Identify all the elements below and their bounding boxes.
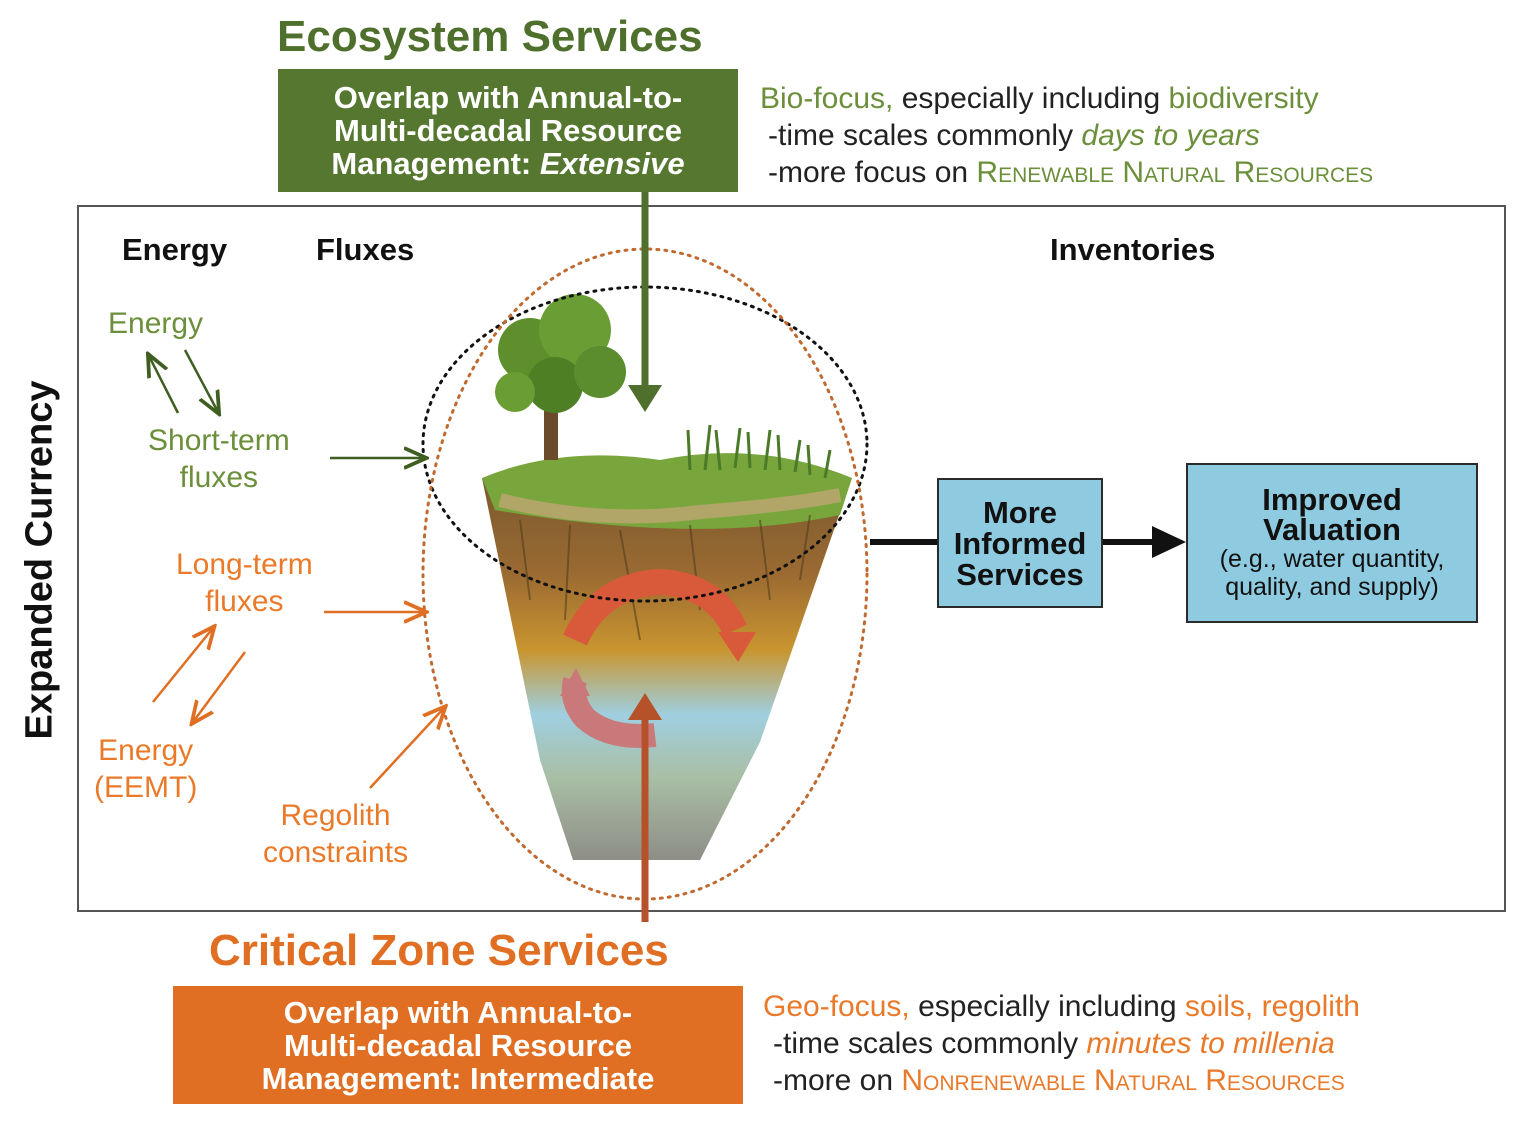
energy-eemt-label: Energy (EEMT) bbox=[94, 732, 197, 806]
geo-more-prefix: -more on bbox=[773, 1064, 902, 1097]
eemt-line-1: Energy bbox=[98, 734, 194, 767]
bio-focus-highlight: biodiversity bbox=[1168, 82, 1319, 115]
geo-time-prefix: -time scales commonly bbox=[773, 1027, 1087, 1060]
valuation-detail-line-1: (e.g., water quantity, bbox=[1219, 545, 1445, 573]
ecosystem-overlap-box: Overlap with Annual-to- Multi-decadal Re… bbox=[278, 69, 738, 192]
energy-top-label: Energy bbox=[108, 307, 204, 340]
more-informed-line-2: Informed bbox=[953, 525, 1087, 561]
cz-box-line-3: Management: Intermediate bbox=[261, 1060, 655, 1096]
improved-valuation-box: Improved Valuation (e.g., water quantity… bbox=[1186, 463, 1478, 623]
eco-box-line-1: Overlap with Annual-to- bbox=[333, 80, 683, 115]
geo-time-highlight: minutes to millenia bbox=[1086, 1027, 1335, 1060]
bio-more-highlight: Renewable Natural Resources bbox=[976, 156, 1374, 189]
bio-more-line: -more focus on Renewable Natural Resourc… bbox=[760, 154, 1373, 191]
eco-box-line-3-prefix: Management: bbox=[331, 146, 540, 181]
cz-box-line-2: Multi-decadal Resource bbox=[284, 1027, 632, 1063]
short-term-line-1: Short-term bbox=[148, 424, 290, 457]
bio-focus-label: Bio-focus, bbox=[760, 82, 894, 115]
geo-more-highlight: Nonrenewable Natural Resources bbox=[901, 1064, 1345, 1097]
regolith-line-1: Regolith bbox=[280, 799, 391, 832]
improved-valuation-line-2: Valuation bbox=[1263, 512, 1401, 547]
long-term-fluxes-label: Long-term fluxes bbox=[176, 546, 313, 620]
bio-time-highlight: days to years bbox=[1081, 119, 1260, 152]
regolith-line-2: constraints bbox=[263, 836, 409, 869]
eco-box-emphasis: Extensive bbox=[539, 146, 685, 181]
header-energy: Energy bbox=[122, 232, 228, 267]
geo-focus-line: Geo-focus, especially including soils, r… bbox=[763, 988, 1360, 1025]
geo-focus-label: Geo-focus, bbox=[763, 990, 910, 1023]
short-term-line-2: fluxes bbox=[179, 461, 259, 494]
energy-up-arrow bbox=[149, 356, 180, 414]
eco-box-line-3: Management: Extensive bbox=[278, 147, 738, 180]
bio-focus-middle: especially including bbox=[893, 82, 1169, 115]
more-informed-line-1: More bbox=[982, 494, 1058, 530]
geo-time-line: -time scales commonly minutes to milleni… bbox=[763, 1025, 1360, 1062]
energy-down-arrow bbox=[183, 349, 218, 412]
eemt-up-arrow bbox=[152, 628, 213, 703]
geo-focus-highlight: soils, regolith bbox=[1184, 990, 1360, 1023]
critical-zone-services-title: Critical Zone Services bbox=[209, 926, 669, 975]
bio-focus-line: Bio-focus, especially including biodiver… bbox=[760, 80, 1373, 117]
critical-zone-overlap-box: Overlap with Annual-to- Multi-decadal Re… bbox=[173, 986, 743, 1104]
geo-focus-middle: especially including bbox=[909, 990, 1185, 1023]
ecosystem-services-title: Ecosystem Services bbox=[277, 12, 703, 61]
bio-time-line: -time scales commonly days to years bbox=[760, 117, 1373, 154]
short-term-fluxes-label: Short-term fluxes bbox=[148, 422, 290, 496]
regolith-constraints-label: Regolith constraints bbox=[263, 797, 408, 871]
expanded-currency-frame bbox=[77, 205, 1506, 912]
more-informed-line-3: Services bbox=[956, 556, 1084, 592]
header-fluxes: Fluxes bbox=[316, 232, 415, 267]
bio-time-prefix: -time scales commonly bbox=[768, 119, 1082, 152]
valuation-detail-line-2: quality, and supply) bbox=[1225, 573, 1439, 601]
long-term-line-2: fluxes bbox=[205, 585, 284, 618]
improved-valuation-line-1: Improved bbox=[1262, 482, 1402, 517]
eco-box-line-2: Multi-decadal Resource bbox=[334, 113, 682, 148]
long-term-line-1: Long-term bbox=[176, 548, 313, 581]
cz-box-line-1: Overlap with Annual-to- bbox=[283, 994, 633, 1030]
cycle-arrows-icon bbox=[560, 568, 756, 748]
more-informed-services-box: More Informed Services bbox=[937, 478, 1103, 608]
bio-focus-description: Bio-focus, especially including biodiver… bbox=[760, 80, 1373, 191]
bio-more-prefix: -more focus on bbox=[768, 156, 977, 189]
header-inventories: Inventories bbox=[1050, 232, 1216, 267]
critical-zone-soil-block bbox=[482, 294, 852, 860]
eemt-line-2: (EEMT) bbox=[94, 771, 198, 804]
geo-more-line: -more on Nonrenewable Natural Resources bbox=[763, 1062, 1360, 1099]
eemt-down-arrow bbox=[193, 651, 247, 722]
geo-focus-description: Geo-focus, especially including soils, r… bbox=[763, 988, 1360, 1099]
regolith-arrow bbox=[369, 708, 444, 789]
